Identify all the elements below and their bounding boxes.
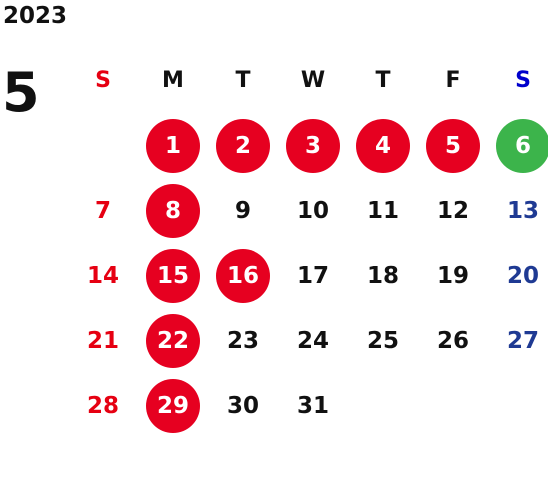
weekday-header: T — [375, 68, 391, 93]
day-cell: 13 — [506, 197, 539, 224]
weekday-header: S — [95, 68, 111, 93]
empty-day-cell — [488, 373, 548, 438]
holiday-circle: 4 — [356, 118, 410, 173]
holiday-circle: 15 — [146, 248, 200, 303]
day-cell: 20 — [506, 262, 539, 289]
holiday-circle: 8 — [146, 183, 200, 238]
day-cell: 5 — [418, 113, 488, 178]
day-cell: 27 — [506, 327, 539, 354]
holiday-circle: 3 — [286, 118, 340, 173]
day-cell: 19 — [436, 262, 469, 289]
holiday-circle: 22 — [146, 313, 200, 368]
holiday-circle: 16 — [216, 248, 270, 303]
day-cell: 26 — [436, 327, 469, 354]
day-cell: 25 — [366, 327, 399, 354]
day-cell: 24 — [296, 327, 329, 354]
day-cell: 4 — [348, 113, 418, 178]
day-cell: 1 — [138, 113, 208, 178]
day-cell: 18 — [366, 262, 399, 289]
day-cell: 22 — [138, 308, 208, 373]
holiday-circle: 29 — [146, 378, 200, 433]
day-cell: 8 — [138, 178, 208, 243]
year-label: 2023 — [3, 3, 68, 29]
day-cell: 28 — [86, 392, 119, 419]
day-cell: 2 — [208, 113, 278, 178]
weekday-header: W — [300, 68, 326, 93]
weekday-header: S — [515, 68, 531, 93]
empty-day-cell — [348, 373, 418, 438]
day-cell: 23 — [226, 327, 259, 354]
day-cell: 21 — [86, 327, 119, 354]
day-cell: 10 — [296, 197, 329, 224]
holiday-circle: 1 — [146, 118, 200, 173]
special-day-circle: 6 — [496, 118, 548, 173]
day-cell: 9 — [234, 197, 251, 224]
day-cell: 30 — [226, 392, 259, 419]
day-cell: 3 — [278, 113, 348, 178]
day-cell: 15 — [138, 243, 208, 308]
month-number: 5 — [2, 61, 40, 124]
day-cell: 12 — [436, 197, 469, 224]
empty-day-cell — [68, 113, 138, 178]
weekday-header: M — [162, 68, 184, 93]
weekday-header: T — [235, 68, 251, 93]
holiday-circle: 5 — [426, 118, 480, 173]
day-cell: 14 — [86, 262, 119, 289]
day-cell: 31 — [296, 392, 329, 419]
day-cell: 11 — [366, 197, 399, 224]
weekday-header: F — [445, 68, 461, 93]
day-cell: 6 — [488, 113, 548, 178]
day-cell: 29 — [138, 373, 208, 438]
day-cell: 7 — [94, 197, 111, 224]
day-cell: 16 — [208, 243, 278, 308]
holiday-circle: 2 — [216, 118, 270, 173]
empty-day-cell — [418, 373, 488, 438]
day-cell: 17 — [296, 262, 329, 289]
